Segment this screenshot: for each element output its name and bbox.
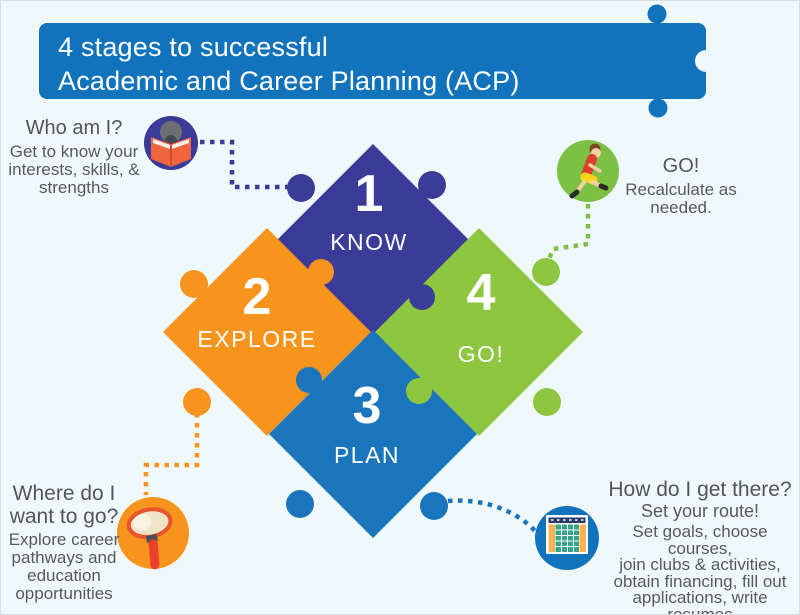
connector-know-dotted-line bbox=[200, 139, 289, 190]
callout-body: Recalculate as needed. bbox=[625, 180, 737, 217]
piece-label-go: 4 GO! bbox=[396, 264, 566, 367]
piece-number-3: 3 bbox=[352, 377, 382, 435]
header-banner bbox=[39, 4, 717, 118]
calendar-icon bbox=[535, 506, 599, 570]
callout-where-do-i-want-to-go: Where do I want to go? Explore career pa… bbox=[1, 482, 127, 603]
reading-person-icon bbox=[144, 116, 198, 170]
banner-rect bbox=[39, 23, 706, 99]
knob-know-into-go bbox=[409, 284, 435, 310]
banner-right-notch bbox=[695, 50, 717, 72]
connector-plan-dotted-line bbox=[447, 498, 538, 534]
piece-name-plan: PLAN bbox=[333, 442, 401, 468]
callout-how-do-i-get-there: How do I get there? Set your route! Set … bbox=[605, 478, 795, 615]
callout-title: Where do I want to go? bbox=[9, 482, 119, 528]
callout-go: GO! Recalculate as needed. bbox=[601, 155, 761, 217]
piece-name-know: KNOW bbox=[330, 229, 408, 255]
page-title-line2: Academic and Career Planning (ACP) bbox=[58, 66, 520, 96]
banner-bottom-knob bbox=[648, 98, 668, 118]
piece-label-explore: 2 EXPLORE bbox=[172, 268, 342, 352]
connector-explore-dotted-line bbox=[143, 413, 200, 495]
running-person-icon bbox=[557, 140, 619, 202]
callout-body: Explore career pathways and education op… bbox=[8, 530, 120, 603]
callout-title: GO! bbox=[662, 155, 700, 177]
piece-name-explore: EXPLORE bbox=[197, 326, 317, 352]
knob-go-into-plan bbox=[406, 378, 432, 404]
knob-plan-into-explore bbox=[296, 367, 322, 393]
callout-who-am-i: Who am I? Get to know your interests, sk… bbox=[1, 117, 147, 197]
callout-body: Get to know your interests, skills, & st… bbox=[8, 142, 140, 197]
page-title: 4 stages to successful Academic and Care… bbox=[58, 30, 520, 98]
piece-number-1: 1 bbox=[354, 165, 384, 223]
callout-subtitle: Set your route! bbox=[640, 501, 760, 521]
knob-explore-into-know bbox=[308, 259, 334, 285]
piece-number-2: 2 bbox=[242, 268, 272, 326]
callout-body: Set goals, choose courses, join clubs & … bbox=[613, 522, 787, 615]
callout-title: Who am I? bbox=[25, 117, 123, 139]
piece-number-4: 4 bbox=[466, 264, 496, 322]
magnifier-icon bbox=[117, 497, 189, 570]
piece-name-go: GO! bbox=[457, 341, 505, 367]
banner-top-knob bbox=[647, 4, 667, 24]
callout-title: How do I get there? bbox=[608, 478, 792, 501]
page-title-line1: 4 stages to successful bbox=[58, 32, 329, 62]
connector-go-dotted-line bbox=[544, 204, 591, 265]
piece-label-plan: 3 PLAN bbox=[282, 377, 452, 468]
piece-label-know: 1 KNOW bbox=[284, 165, 454, 255]
